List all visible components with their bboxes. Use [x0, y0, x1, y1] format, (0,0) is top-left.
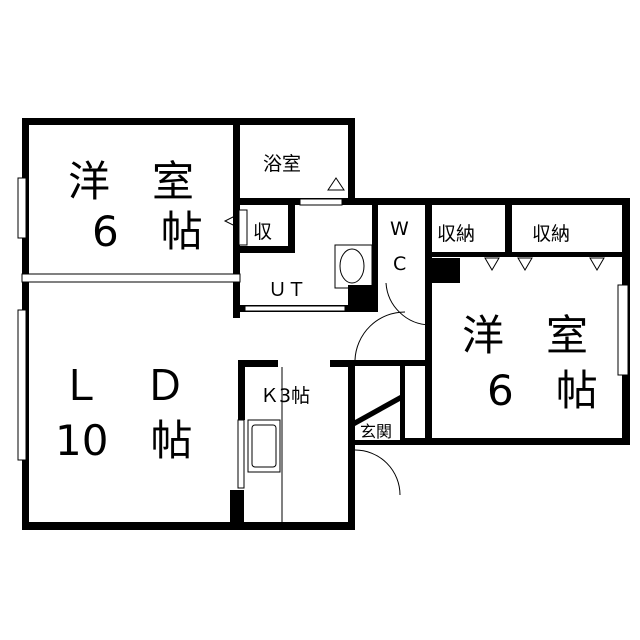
living-dining-size: 10 帖	[55, 416, 192, 465]
storage-1-label: 収納	[437, 223, 475, 245]
room-labels: 洋 室 6 帖 浴室 収 ＵＴ W C 収納 収納 洋 室 6 帖 Ｌ Ｄ 10…	[55, 153, 598, 465]
fixtures	[223, 177, 605, 522]
western-room-2-size: 6 帖	[487, 366, 598, 415]
washbasin	[334, 244, 373, 289]
kitchen-label: Ｋ3帖	[260, 385, 310, 407]
storage-2-label: 収納	[532, 223, 570, 245]
kitchen-sink	[247, 419, 281, 473]
utility-label: ＵＴ	[268, 279, 306, 301]
entrance-label: 玄関	[360, 422, 392, 441]
closet-label: 収	[253, 221, 272, 243]
windows	[17, 177, 629, 489]
toilet-label-c: C	[393, 253, 406, 275]
western-room-1-size: 6 帖	[92, 207, 203, 256]
living-dining-label: Ｌ Ｄ	[60, 361, 186, 410]
western-room-2-label: 洋 室	[462, 311, 588, 360]
western-room-1-label: 洋 室	[68, 157, 194, 206]
bathroom-label: 浴室	[263, 153, 301, 175]
toilet-label-w: W	[390, 218, 409, 240]
